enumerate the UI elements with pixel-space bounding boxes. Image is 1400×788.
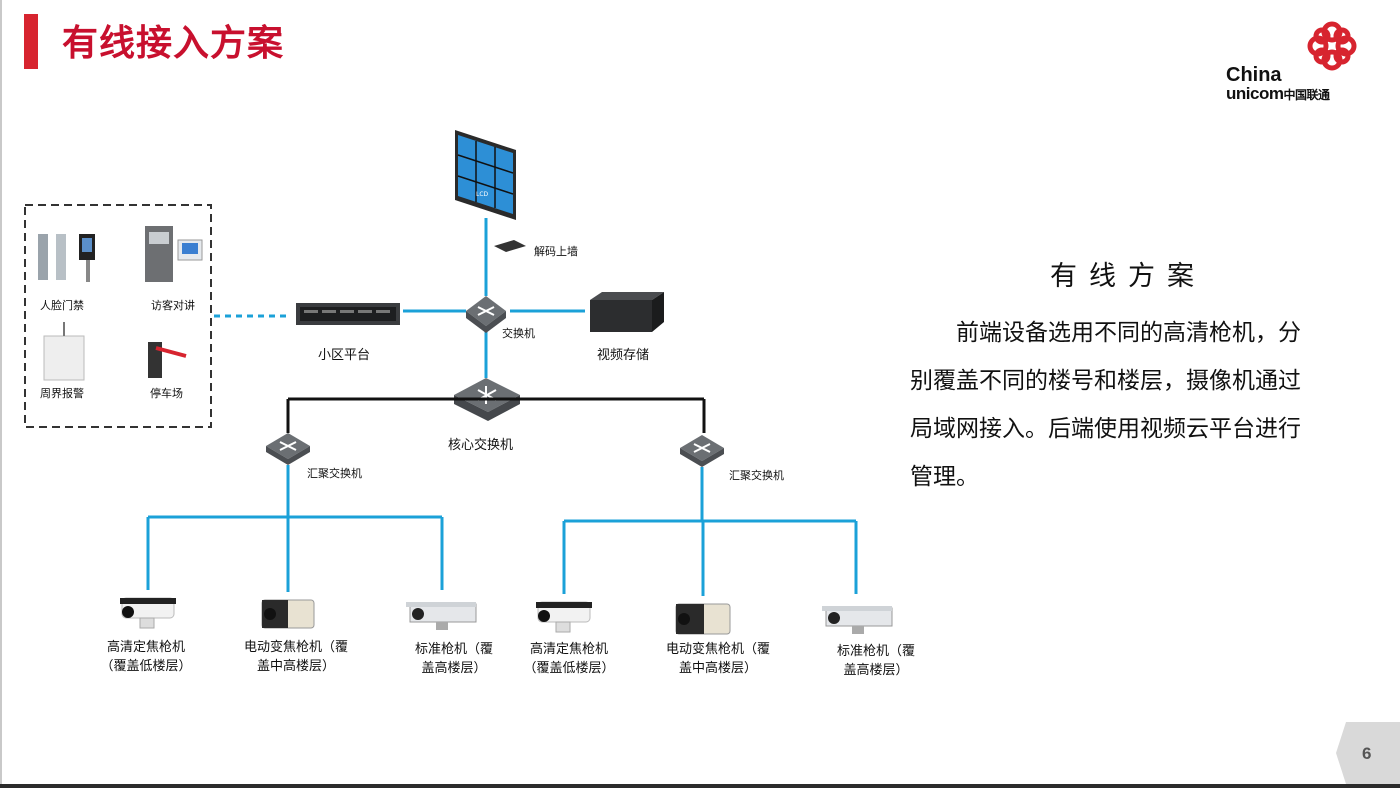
- face-gate-label: 人脸门禁: [40, 299, 84, 312]
- camera-1-icon: [120, 597, 176, 629]
- camera-2-label: 电动变焦枪机（覆盖中高楼层）: [243, 640, 348, 674]
- camera-5-icon: [675, 603, 731, 635]
- subsystem-dashed-box: [24, 204, 212, 428]
- decoder-icon: [494, 240, 526, 252]
- core-switch-label: 核心交换机: [448, 438, 514, 453]
- aggregation-switch-left-icon: [266, 433, 310, 465]
- video-storage-icon: [590, 292, 664, 332]
- logo-text-china: China: [1226, 64, 1282, 86]
- perimeter-alarm-label: 周界报警: [40, 387, 84, 400]
- camera-1-label: 高清定焦枪机（覆盖低楼层）: [100, 640, 192, 674]
- page-number-tab: [1336, 722, 1400, 784]
- camera-6-icon: [822, 606, 893, 634]
- camera-5-label: 电动变焦枪机（覆盖中高楼层）: [665, 642, 770, 676]
- lcd-text: LCD: [476, 191, 489, 198]
- camera-4-icon: [536, 601, 592, 633]
- access-switch-icon: [466, 296, 506, 333]
- visitor-intercom-icon: [145, 226, 203, 282]
- camera-3-label: 标准枪机（覆盖高楼层）: [414, 642, 493, 676]
- bottom-rule: [0, 784, 1400, 788]
- logo-text-unicom: unicom中国联通: [1226, 84, 1330, 103]
- parking-label: 停车场: [150, 387, 183, 400]
- page-title: 有线接入方案: [62, 23, 285, 64]
- aggregation-switch-left-label: 汇聚交换机: [307, 467, 362, 480]
- parking-barrier-icon: [148, 342, 187, 378]
- china-unicom-logo: [1307, 21, 1357, 71]
- page-number: 6: [1362, 744, 1372, 763]
- face-gate-icon: [38, 234, 95, 282]
- left-rule: [0, 0, 2, 788]
- perimeter-alarm-icon: [43, 322, 85, 381]
- camera-2-icon: [261, 599, 315, 629]
- aggregation-switch-right-label: 汇聚交换机: [729, 469, 784, 482]
- decoder-label: 解码上墙: [534, 245, 578, 258]
- core-switch-icon: [454, 378, 520, 421]
- lcd-video-wall-icon: [455, 130, 516, 220]
- camera-4-label: 高清定焦枪机（覆盖低楼层）: [523, 642, 615, 676]
- camera-3-icon: [406, 602, 477, 630]
- description-title: 有线方案: [1050, 261, 1206, 292]
- visitor-intercom-label: 访客对讲: [151, 299, 195, 312]
- switch-label: 交换机: [502, 327, 535, 340]
- description-body: 前端设备选用不同的高清枪机，分别覆盖不同的楼号和楼层，摄像机通过局域网接入。后端…: [910, 320, 1301, 490]
- camera-6-label: 标准枪机（覆盖高楼层）: [836, 644, 915, 678]
- video-storage-label: 视频存储: [597, 348, 650, 363]
- title-accent-bar: [24, 14, 38, 69]
- community-platform-server-icon: [296, 303, 400, 325]
- community-platform-label: 小区平台: [318, 348, 371, 363]
- aggregation-switch-right-icon: [680, 435, 724, 467]
